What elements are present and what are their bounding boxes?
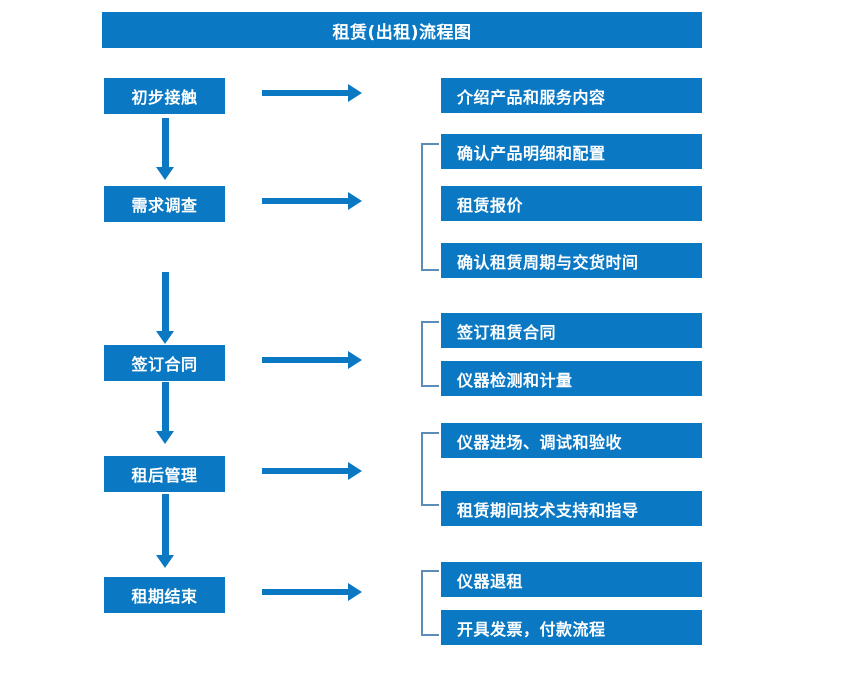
arrow-down-icon-1 [156, 118, 174, 180]
arrow-shaft [262, 589, 350, 595]
arrow-head [348, 192, 362, 210]
arrow-right-icon-1 [262, 84, 362, 102]
arrow-shaft [262, 468, 350, 474]
detail-box-2-3[interactable]: 确认租赁周期与交货时间 [441, 243, 702, 278]
arrow-head [156, 331, 174, 344]
arrow-shaft [262, 357, 350, 363]
arrow-shaft [162, 382, 169, 431]
group-bracket-4 [421, 432, 439, 506]
detail-box-3-1[interactable]: 签订租赁合同 [441, 313, 702, 348]
stage-box-4[interactable]: 租后管理 [104, 456, 225, 492]
arrow-shaft [162, 118, 169, 167]
arrow-head [348, 351, 362, 369]
detail-box-5-1[interactable]: 仪器退租 [441, 562, 702, 597]
detail-box-4-2[interactable]: 租赁期间技术支持和指导 [441, 491, 702, 526]
arrow-shaft [162, 272, 169, 331]
arrow-down-icon-3 [156, 382, 174, 444]
arrow-shaft [262, 90, 350, 96]
detail-box-3-2[interactable]: 仪器检测和计量 [441, 361, 702, 396]
arrow-down-icon-2 [156, 272, 174, 344]
group-bracket-5 [421, 570, 439, 636]
stage-box-2[interactable]: 需求调查 [104, 186, 225, 222]
arrow-shaft [262, 198, 350, 204]
arrow-head [156, 555, 174, 568]
arrow-right-icon-3 [262, 351, 362, 369]
arrow-head [156, 431, 174, 444]
detail-box-2-1[interactable]: 确认产品明细和配置 [441, 134, 702, 169]
arrow-head [348, 583, 362, 601]
arrow-right-icon-5 [262, 583, 362, 601]
arrow-head [348, 84, 362, 102]
stage-box-1[interactable]: 初步接触 [104, 78, 225, 114]
detail-box-4-1[interactable]: 仪器进场、调试和验收 [441, 423, 702, 458]
stage-box-5[interactable]: 租期结束 [104, 577, 225, 613]
arrow-shaft [162, 494, 169, 555]
detail-box-5-2[interactable]: 开具发票，付款流程 [441, 610, 702, 645]
detail-box-2-2[interactable]: 租赁报价 [441, 186, 702, 221]
arrow-head [156, 167, 174, 180]
arrow-right-icon-4 [262, 462, 362, 480]
group-bracket-2 [421, 143, 439, 271]
arrow-down-icon-4 [156, 494, 174, 568]
detail-box-1-1[interactable]: 介绍产品和服务内容 [441, 78, 702, 113]
stage-box-3[interactable]: 签订合同 [104, 345, 225, 381]
group-bracket-3 [421, 321, 439, 387]
diagram-title: 租赁(出租)流程图 [102, 12, 702, 48]
arrow-right-icon-2 [262, 192, 362, 210]
arrow-head [348, 462, 362, 480]
